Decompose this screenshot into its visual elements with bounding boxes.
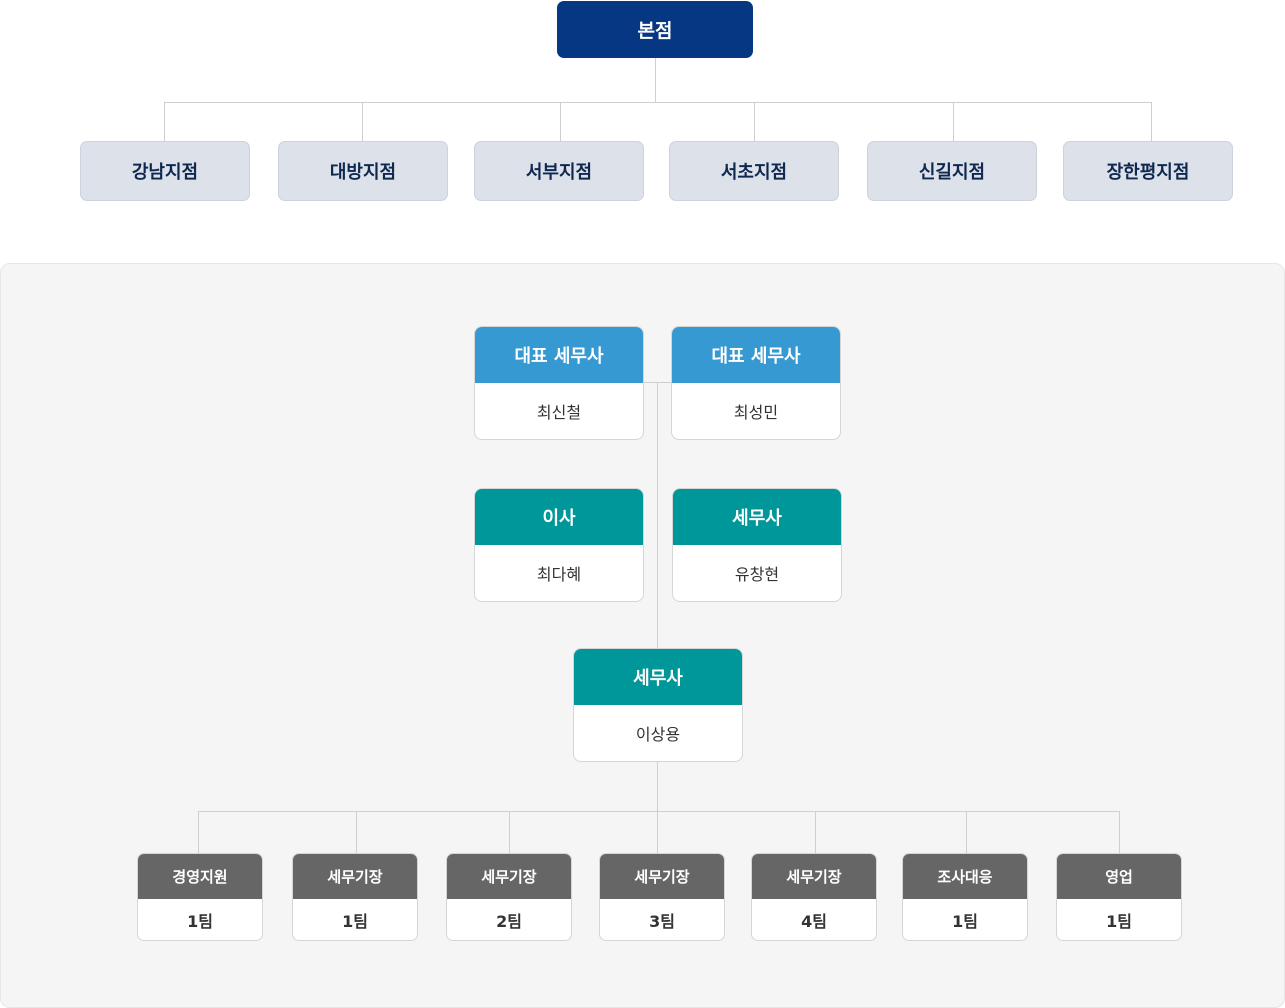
team-name: 4팀: [801, 912, 827, 931]
person-card-director: 이사 최다혜: [474, 488, 644, 602]
branch-singil: 신길지점: [867, 141, 1037, 201]
team-branch-line: [509, 811, 510, 854]
person-card-representative: 대표 세무사 최성민: [671, 326, 841, 440]
branch-connector: [164, 102, 165, 142]
team-title: 세무기장: [447, 854, 571, 899]
person-title: 세무사: [574, 649, 742, 705]
person-name: 최신철: [536, 402, 582, 422]
person-title: 세무사: [673, 489, 841, 545]
team-branch-line: [966, 811, 967, 854]
person-card-tax-accountant: 세무사 유창현: [672, 488, 842, 602]
team-branch-line: [356, 811, 357, 854]
team-bus-line: [198, 811, 1120, 812]
team-title: 세무기장: [752, 854, 876, 899]
team-branch-line: [198, 811, 199, 854]
team-title: 조사대응: [903, 854, 1027, 899]
headquarters-box: 본점: [557, 1, 753, 58]
person-card-tax-accountant: 세무사 이상용: [573, 648, 743, 762]
vertical-spine: [657, 382, 658, 649]
team-name: 2팀: [496, 912, 522, 931]
team-title: 경영지원: [138, 854, 262, 899]
team-card: 경영지원 1팀: [137, 853, 263, 941]
team-card: 세무기장 2팀: [446, 853, 572, 941]
team-card: 영업 1팀: [1056, 853, 1182, 941]
person-name: 최성민: [733, 402, 779, 422]
person-title: 이사: [475, 489, 643, 545]
branch-seobu: 서부지점: [474, 141, 644, 201]
team-name: 1팀: [1106, 912, 1132, 931]
branch-daebang: 대방지점: [278, 141, 448, 201]
branch-gangnam: 강남지점: [80, 141, 250, 201]
person-card-representative: 대표 세무사 최신철: [474, 326, 644, 440]
team-branch-line: [815, 811, 816, 854]
team-connector: [657, 761, 658, 854]
branch-connector: [362, 102, 363, 142]
team-title: 세무기장: [293, 854, 417, 899]
team-name: 1팀: [952, 912, 978, 931]
team-card: 세무기장 4팀: [751, 853, 877, 941]
team-name: 1팀: [187, 912, 213, 931]
person-name: 유창현: [734, 564, 780, 584]
branch-seocho: 서초지점: [669, 141, 839, 201]
team-name: 1팀: [342, 912, 368, 931]
hq-connector: [655, 58, 656, 103]
branch-connector: [1151, 102, 1152, 142]
branch-connector: [754, 102, 755, 142]
team-card: 세무기장 3팀: [599, 853, 725, 941]
team-title: 세무기장: [600, 854, 724, 899]
team-name: 3팀: [649, 912, 675, 931]
team-title: 영업: [1057, 854, 1181, 899]
branch-connector: [560, 102, 561, 142]
team-card: 조사대응 1팀: [902, 853, 1028, 941]
person-title: 대표 세무사: [475, 327, 643, 383]
person-title: 대표 세무사: [672, 327, 840, 383]
team-branch-line: [1119, 811, 1120, 854]
branch-bus-line: [164, 102, 1152, 103]
branch-janghanpyeong: 장한평지점: [1063, 141, 1233, 201]
person-name: 이상용: [635, 724, 681, 744]
team-card: 세무기장 1팀: [292, 853, 418, 941]
branch-connector: [953, 102, 954, 142]
person-name: 최다혜: [536, 564, 582, 584]
